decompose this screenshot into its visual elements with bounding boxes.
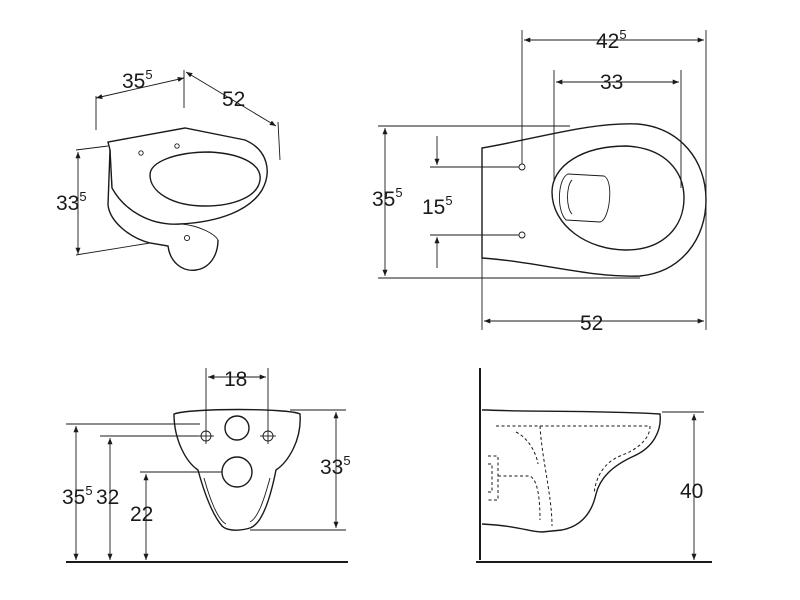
front-holes-label: 18 <box>224 368 247 391</box>
iso-depth-label: 52 <box>222 88 245 111</box>
side-height-label: 40 <box>680 480 703 503</box>
front-total-label: 355 <box>62 483 93 509</box>
iso-width-label: 355 <box>122 67 153 93</box>
iso-bowl-opening <box>149 151 261 207</box>
front-mount-hole-right <box>260 428 276 444</box>
front-right-label: 335 <box>320 453 351 479</box>
side-view: 40 <box>476 368 712 563</box>
top-bowl-opening <box>551 145 685 251</box>
iso-bowl-rim <box>107 127 268 225</box>
side-bowl-outline <box>481 409 661 533</box>
front-mount-hole-left <box>198 428 214 444</box>
isometric-view: 355 52 335 <box>56 67 281 271</box>
top-width-label: 425 <box>596 27 627 53</box>
side-bowl-inner-dashed <box>496 425 651 495</box>
top-holes-label: 155 <box>422 193 453 219</box>
top-depth-label: 52 <box>580 312 603 335</box>
front-low-label: 22 <box>130 503 153 526</box>
top-view: 425 33 52 355 155 <box>372 27 707 335</box>
front-view: 18 355 32 22 335 <box>62 368 351 563</box>
top-bowl-outline <box>481 123 707 277</box>
front-mid-label: 32 <box>96 486 119 509</box>
top-inner-label: 33 <box>600 71 623 94</box>
iso-bowl-body <box>107 149 219 271</box>
front-bowl-outline <box>173 408 301 531</box>
iso-height-label: 335 <box>56 189 87 215</box>
top-height-label: 355 <box>372 185 403 211</box>
